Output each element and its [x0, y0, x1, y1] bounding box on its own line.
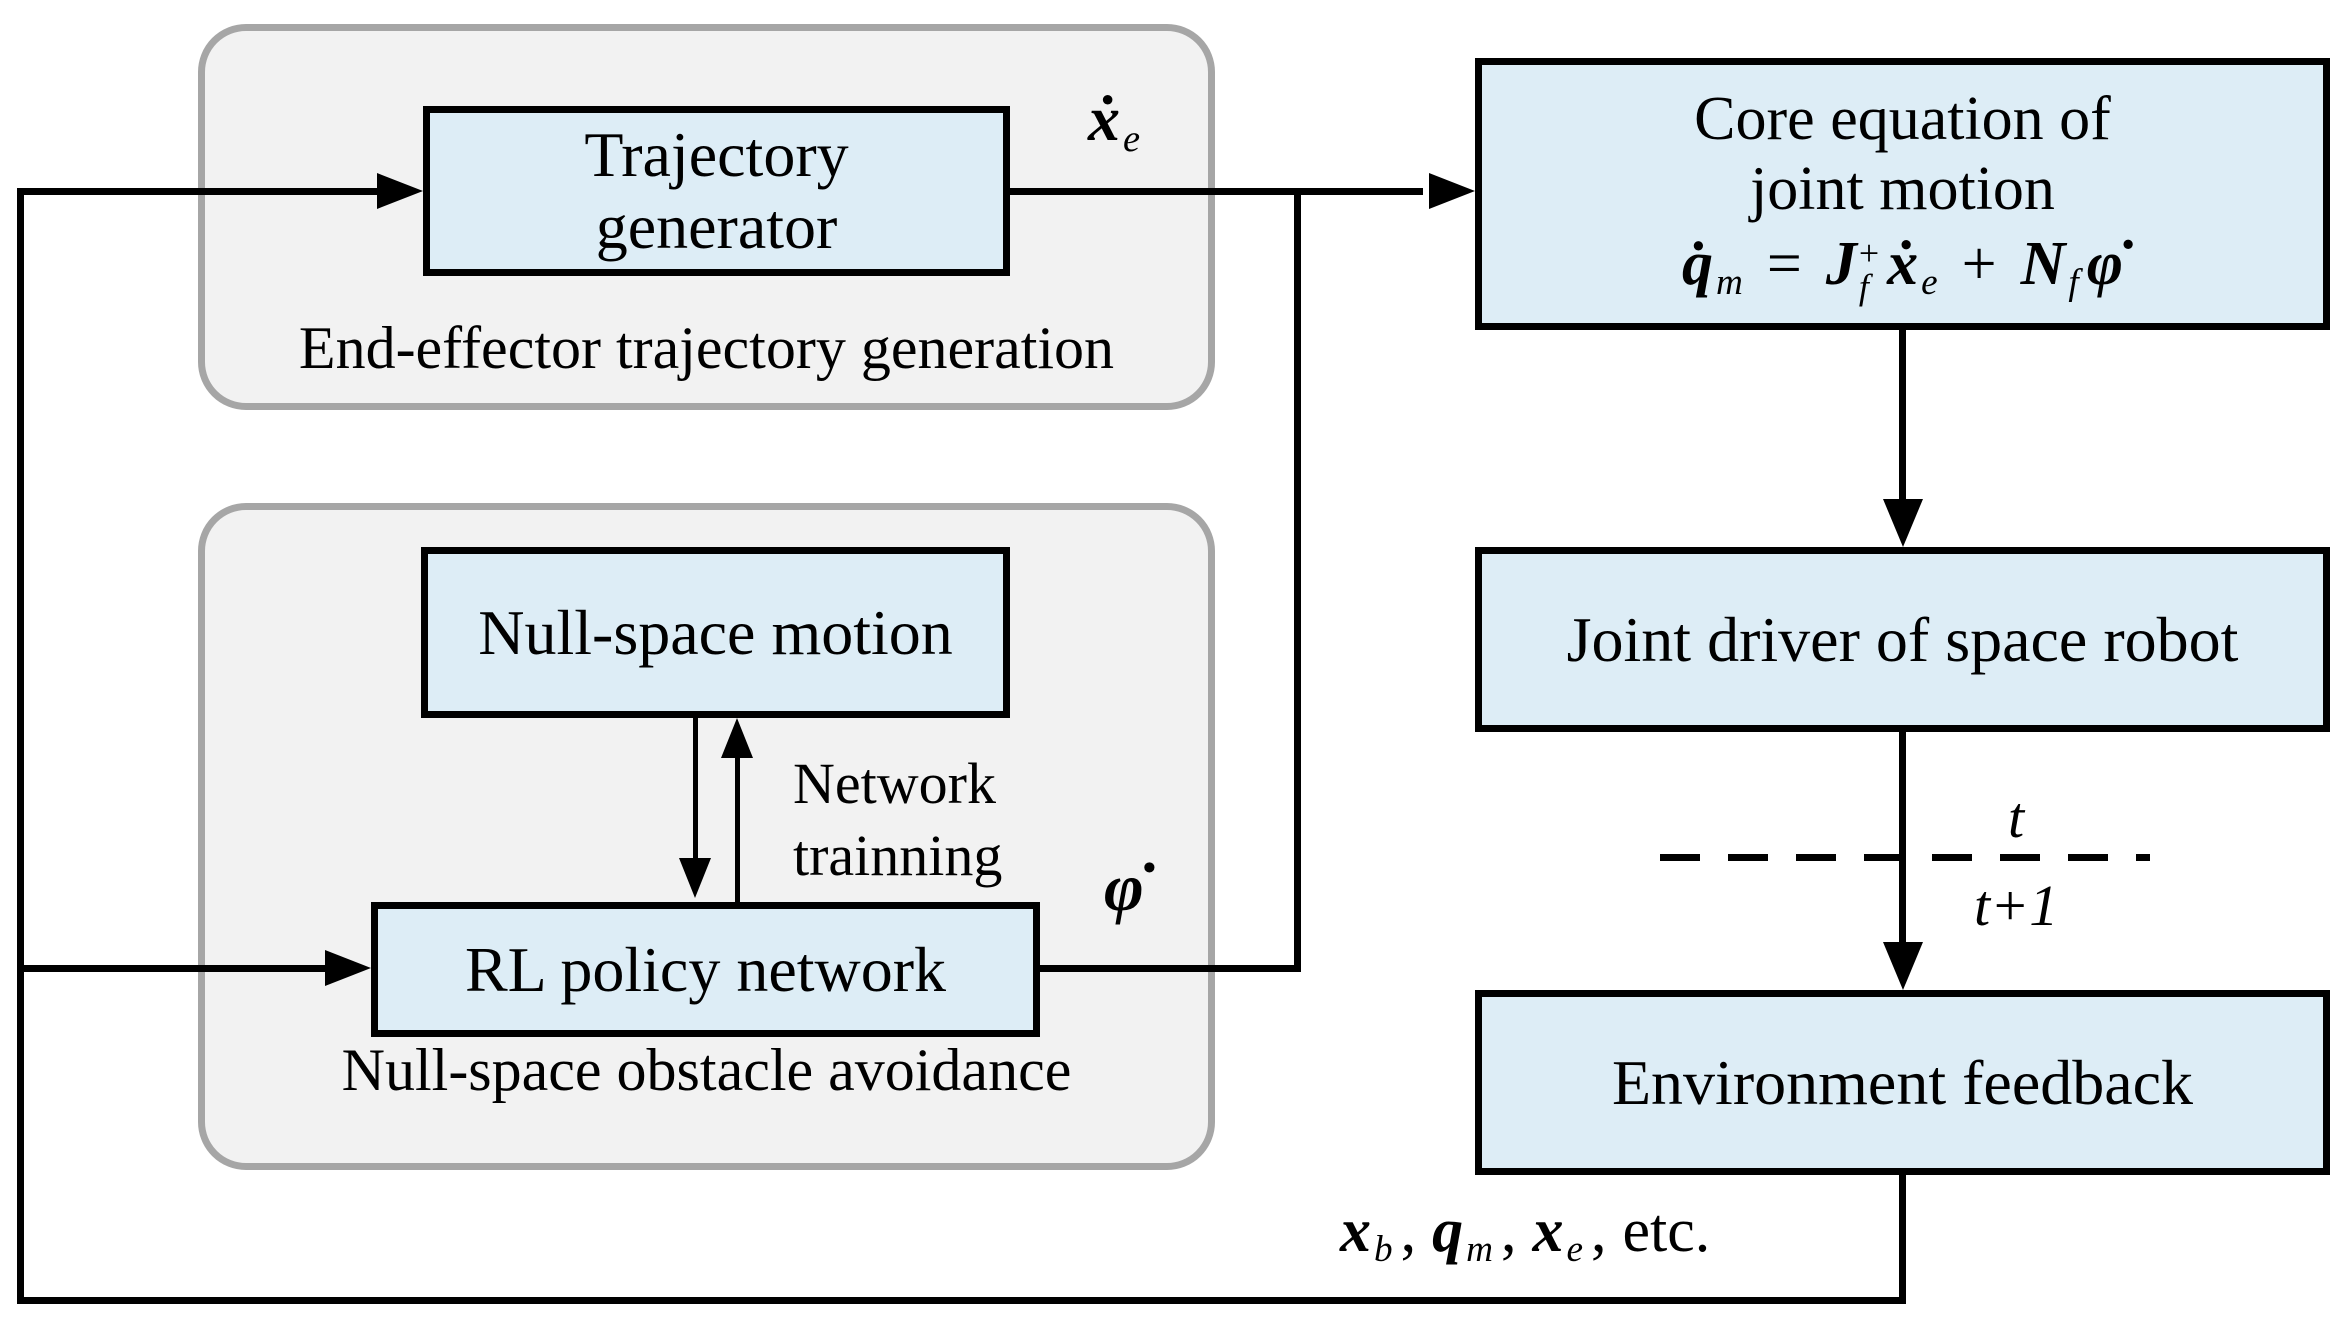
trajectory-generator-label-line2: generator — [595, 191, 838, 262]
null-space-motion-label: Null-space motion — [478, 596, 953, 668]
trajectory-generator-box: Trajectory generator — [423, 106, 1010, 276]
phi-to-xe-connector — [1294, 188, 1301, 972]
environment-to-rail-line — [1899, 1175, 1906, 1304]
joint-driver-box: Joint driver of space robot — [1475, 547, 2330, 732]
training-down-line — [693, 718, 698, 862]
core-equation-title-line2: joint motion — [1750, 155, 2055, 224]
nullspace-group-caption: Null-space obstacle avoidance — [341, 1037, 1072, 1103]
null-space-motion-box: Null-space motion — [421, 547, 1010, 718]
network-training-label: Network trainning — [793, 748, 1002, 892]
feedback-separator-3: , — [1590, 1197, 1607, 1265]
rl-policy-network-box: RL policy network — [371, 902, 1040, 1037]
joint-driver-label: Joint driver of space robot — [1566, 603, 2239, 675]
feedback-rail-vertical — [17, 188, 24, 1304]
eq-nullspace-matrix: N — [2020, 230, 2066, 299]
eq-jacobian-subscript: f — [1858, 267, 1869, 308]
eq-equals: = — [1766, 230, 1802, 299]
phi-signal-line — [1040, 965, 1301, 972]
eq-q-subscript: m — [1716, 262, 1743, 304]
line-to-trajectory-generator — [17, 188, 377, 195]
phi-symbol: φ̇ — [1104, 849, 1144, 925]
arrowhead-into-trajectory-generator — [377, 173, 423, 209]
xe-signal-line — [1010, 188, 1423, 195]
end-effector-trajectory-group: End-effector trajectory generation — [198, 24, 1215, 410]
feedback-separator-1: , — [1400, 1197, 1417, 1265]
environment-feedback-box: Environment feedback — [1475, 990, 2330, 1175]
eq-jacobian-scripts: +f — [1858, 233, 1880, 308]
eq-plus: + — [1961, 230, 1997, 299]
feedback-separator-2: , — [1500, 1197, 1517, 1265]
eq-jacobian-superscript: + — [1858, 233, 1880, 273]
arrowhead-up-into-null-space-motion — [721, 718, 753, 758]
eq-phi-dot: φ̇ — [2086, 230, 2123, 299]
arrowhead-into-environment-feedback — [1883, 942, 1923, 990]
environment-feedback-label: Environment feedback — [1611, 1046, 2194, 1118]
arrowhead-into-core-equation — [1429, 173, 1475, 209]
feedback-q-joint-subscript: m — [1466, 1229, 1493, 1271]
eq-q-dot: q̇ — [1682, 230, 1713, 299]
xe-symbol: ẋ — [1088, 83, 1120, 154]
feedback-x-base-subscript: b — [1374, 1229, 1393, 1271]
xe-subscript: e — [1123, 117, 1141, 160]
eq-n-subscript: f — [2068, 262, 2079, 304]
network-training-line1: Network — [793, 751, 996, 816]
core-equation-title-line1: Core equation of — [1694, 84, 2111, 153]
arrowhead-into-joint-driver — [1883, 499, 1923, 547]
time-step-dashed-line — [1660, 854, 2150, 861]
line-to-rl-policy — [17, 965, 325, 972]
training-up-line — [735, 756, 740, 902]
rl-policy-network-label: RL policy network — [464, 933, 947, 1005]
feedback-x-ee-subscript: e — [1566, 1229, 1583, 1271]
eq-x-dot: ẋ — [1887, 230, 1919, 299]
feedback-x-base: x — [1340, 1197, 1371, 1265]
arrowhead-into-rl-policy — [325, 950, 371, 986]
end-effector-group-caption: End-effector trajectory generation — [298, 315, 1115, 381]
time-step-denominator: t+1 — [1974, 873, 2059, 938]
phi-signal-label: φ̇ — [1104, 848, 1144, 927]
network-training-line2: trainning — [793, 822, 1003, 888]
feedback-signals-label: xb,qm,xe,etc. — [1340, 1196, 1711, 1271]
trajectory-generator-label-line1: Trajectory — [584, 119, 849, 191]
feedback-etc: etc. — [1622, 1197, 1711, 1265]
eq-jacobian: J — [1825, 230, 1857, 299]
arrowhead-down-into-rl-policy — [679, 858, 711, 898]
time-step-numerator: t — [2008, 785, 2025, 850]
feedback-x-ee: x — [1532, 1197, 1564, 1265]
joint-to-environment-line — [1899, 732, 1906, 942]
feedback-rail-bottom — [17, 1297, 1906, 1304]
xe-signal-label: ẋe — [1088, 82, 1140, 160]
core-to-joint-line — [1899, 330, 1906, 500]
feedback-q-joint: q — [1432, 1197, 1464, 1265]
eq-x-subscript: e — [1921, 262, 1938, 304]
